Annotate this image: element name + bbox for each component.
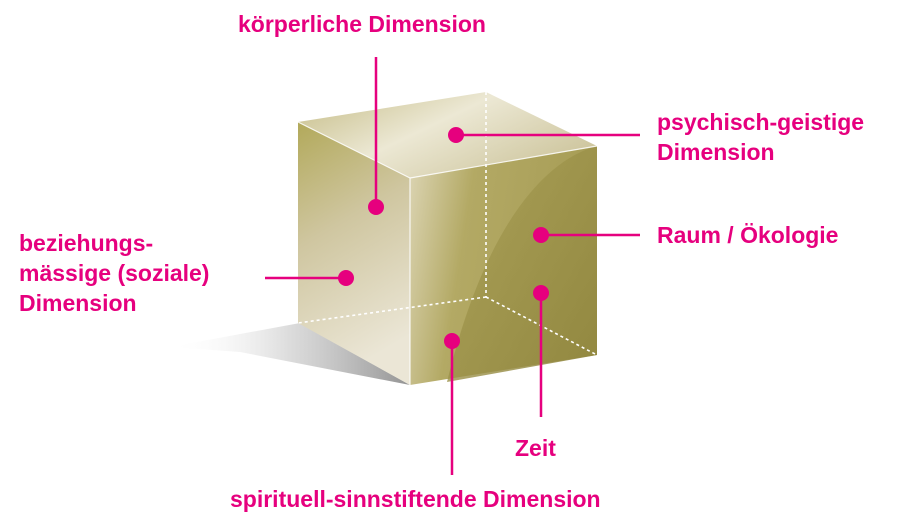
dot-physical <box>368 199 384 215</box>
cube-shadow <box>170 323 410 385</box>
label-spiritual-dimension: spirituell-sinnstiftende Dimension <box>230 486 601 512</box>
leader-lines <box>265 57 640 475</box>
label-psychic-dimension: psychisch-geistige Dimension <box>657 109 865 165</box>
cube-top-face <box>298 92 597 178</box>
label-space-ecology: Raum / Ökologie <box>657 222 839 248</box>
dot-space <box>533 227 549 243</box>
dot-social <box>338 270 354 286</box>
label-social-dimension: beziehungs- mässige (soziale) Dimension <box>19 230 210 316</box>
label-physical-dimension: körperliche Dimension <box>238 11 486 37</box>
dot-psychic <box>448 127 464 143</box>
cube-edges <box>297 121 598 385</box>
dot-time <box>533 285 549 301</box>
cube-curved-surface <box>447 146 597 382</box>
label-time: Zeit <box>515 435 556 461</box>
marker-dots <box>338 127 549 349</box>
dot-spiritual <box>444 333 460 349</box>
cube-front-face <box>298 122 410 385</box>
